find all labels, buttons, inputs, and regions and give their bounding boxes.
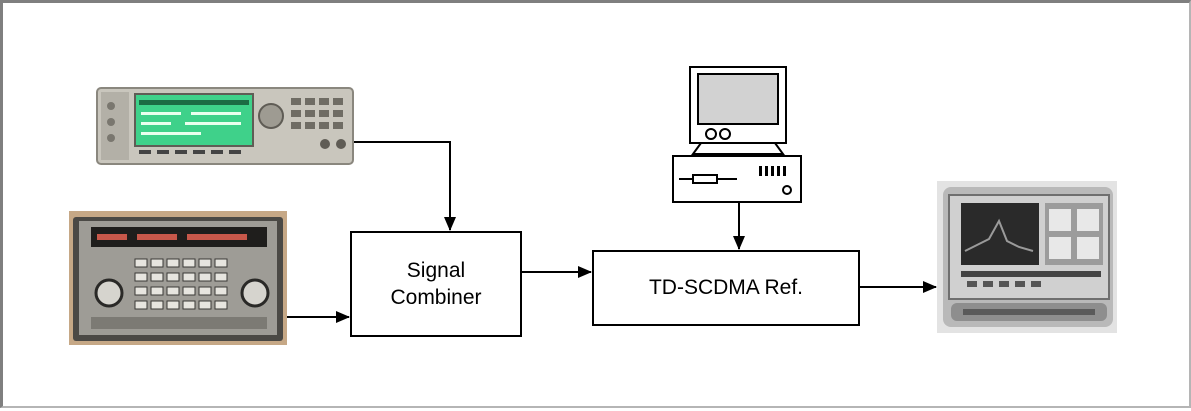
wire-vsg-to-combiner [343,141,456,231]
td-scdma-reference-block: TD-SCDMA Ref. [592,250,860,326]
connection-wires [286,141,937,323]
analog-signal-generator-icon [69,211,287,345]
td-scdma-reference-label: TD-SCDMA Ref. [648,276,803,300]
signal-combiner-label: Signal Combiner [390,258,482,309]
spectrum-analyzer-icon [937,181,1117,333]
vector-signal-generator-icon [96,87,354,165]
signal-combiner-block: Signal Combiner [350,231,522,337]
computer-icon [672,66,802,203]
